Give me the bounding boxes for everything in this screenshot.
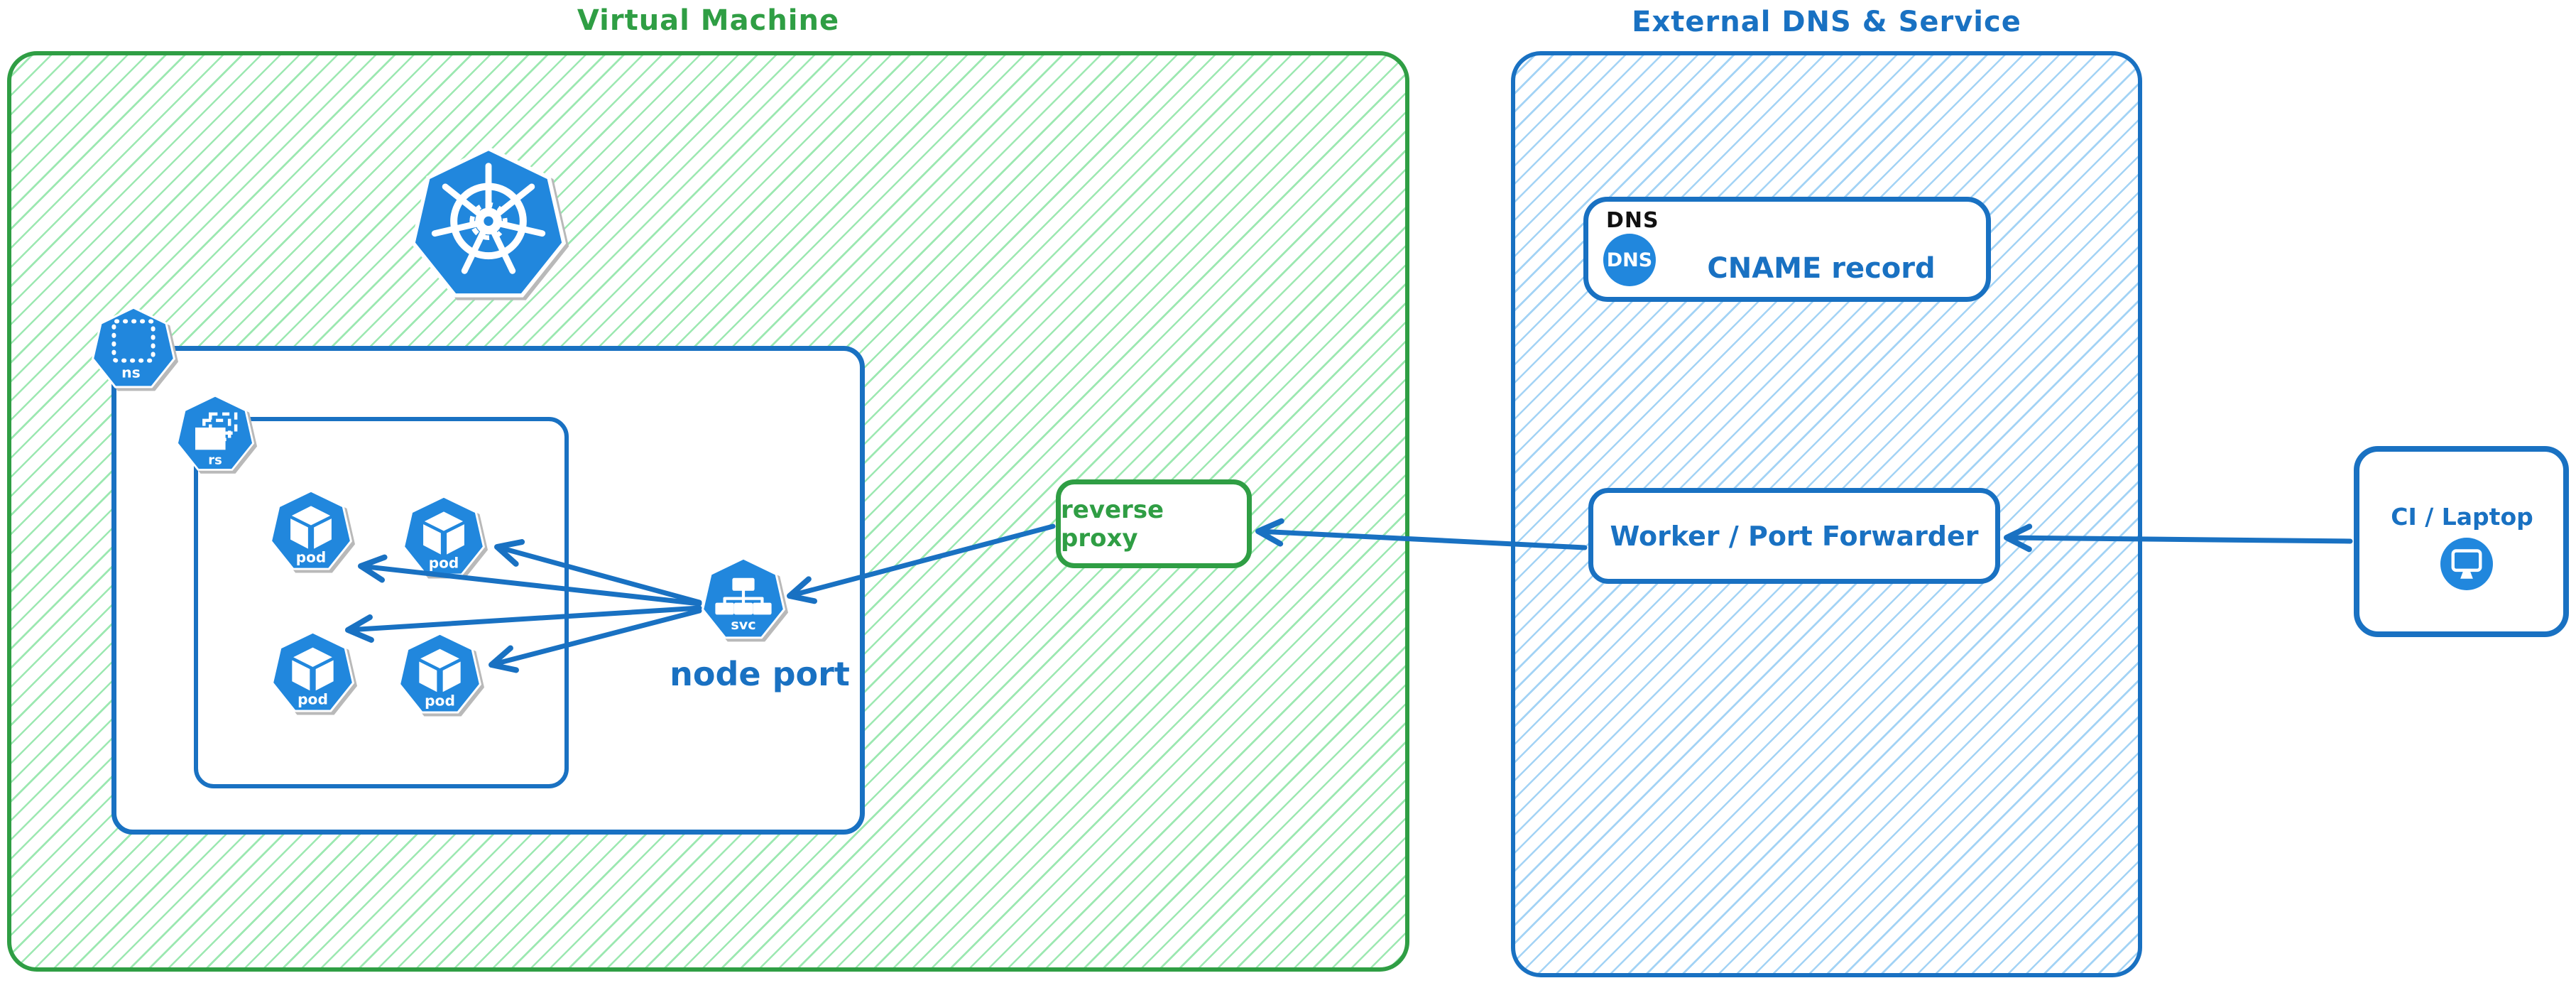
pod-icon: pod [398, 633, 482, 717]
pod-icon: pod [271, 631, 355, 716]
replicaset-icon: rs [175, 395, 255, 474]
service-badge-label: svc [731, 617, 755, 633]
dns-card-header: DNS [1606, 208, 1659, 233]
dns-badge-icon: DNS [1603, 234, 1656, 286]
pod-icon: pod [402, 496, 486, 580]
node-port-label: node port [670, 655, 850, 693]
dns-badge-label: DNS [1606, 249, 1653, 271]
reverse-proxy-label: reverse proxy [1061, 495, 1164, 553]
pod-label: pod [429, 554, 459, 571]
pod-label: pod [425, 692, 455, 709]
namespace-badge-label: ns [121, 364, 141, 381]
service-icon: svc [701, 558, 786, 643]
worker-port-forwarder-box: Worker / Port Forwarder [1588, 488, 2000, 584]
monitor-icon [2440, 538, 2493, 590]
pod-label: pod [298, 690, 328, 707]
external-dns-service-title: External DNS & Service [1632, 6, 2021, 38]
replicaset-badge-label: rs [208, 452, 222, 467]
virtual-machine-title: Virtual Machine [577, 4, 840, 37]
reverse-proxy-box: reverse proxy [1056, 479, 1252, 568]
pod-label: pod [296, 548, 326, 565]
kubernetes-logo-icon [410, 147, 567, 305]
pod-icon: pod [269, 490, 353, 574]
cname-record-label: CNAME record [1707, 252, 1936, 285]
ci-laptop-label: CI / Laptop [2391, 503, 2533, 531]
namespace-icon: ns [91, 307, 176, 392]
worker-port-forwarder-label: Worker / Port Forwarder [1610, 520, 1979, 552]
